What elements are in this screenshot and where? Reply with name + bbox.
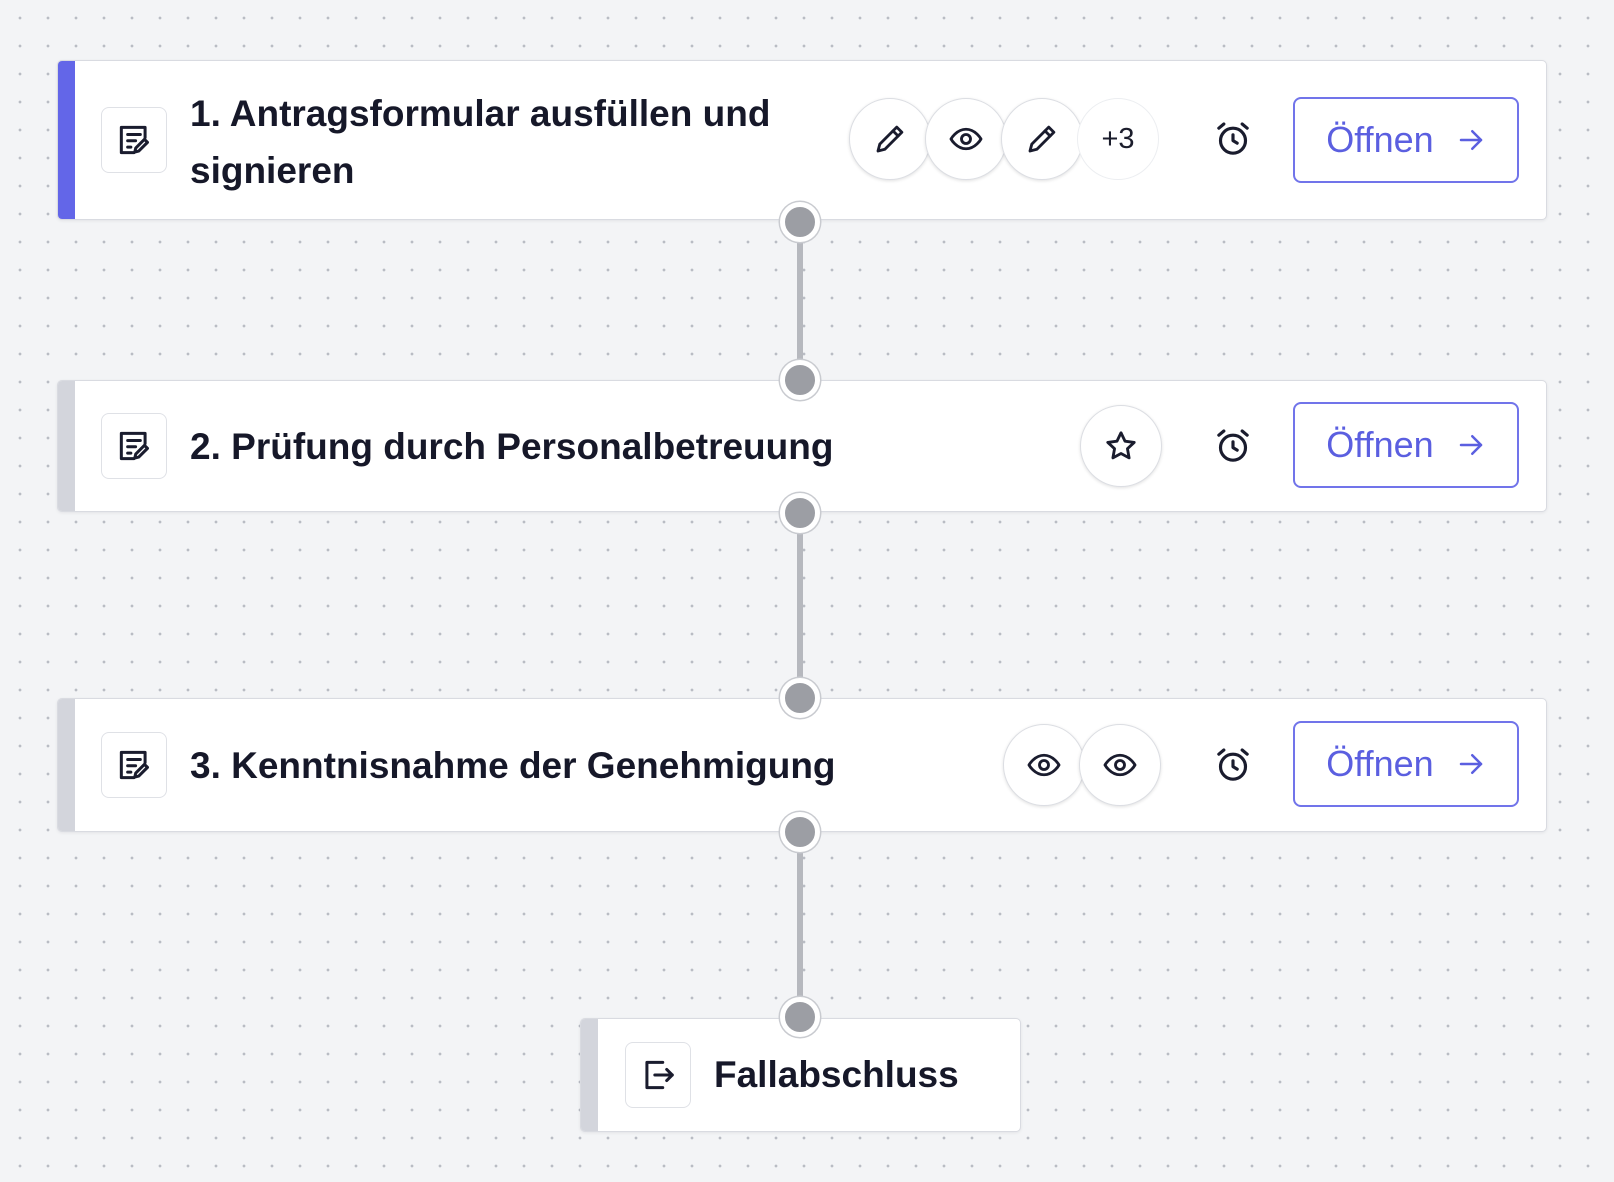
- status-stripe: [58, 381, 75, 511]
- pencil-icon[interactable]: [1001, 98, 1083, 180]
- connection-handle[interactable]: [780, 202, 820, 242]
- participant-avatars: +3: [849, 98, 1159, 180]
- open-button-label: Öffnen: [1326, 119, 1434, 160]
- exit-icon: [625, 1042, 691, 1108]
- eye-icon[interactable]: [1003, 724, 1085, 806]
- connector-line: [797, 832, 803, 1016]
- form-edit-icon: [101, 732, 167, 798]
- step-title: 2. Prüfung durch Personalbetreuung: [190, 426, 834, 467]
- connection-handle[interactable]: [780, 997, 820, 1037]
- eye-icon[interactable]: [1079, 724, 1161, 806]
- status-stripe: [581, 1019, 598, 1131]
- open-button-label: Öffnen: [1326, 743, 1434, 784]
- connector-line: [797, 512, 803, 698]
- step-card-1[interactable]: 1. Antragsformular ausfüllen und signier…: [57, 60, 1547, 220]
- connection-handle[interactable]: [780, 812, 820, 852]
- arrow-right-icon: [1459, 130, 1482, 150]
- status-stripe: [58, 699, 75, 831]
- participant-avatars: [1080, 405, 1162, 487]
- participant-avatars: [1003, 724, 1161, 806]
- step-card-3[interactable]: 3. Kenntnisnahme der Genehmigung Öffnen: [57, 698, 1547, 832]
- eye-icon[interactable]: [925, 98, 1007, 180]
- open-step-button[interactable]: Öffnen: [1293, 721, 1519, 807]
- arrow-right-icon: [1459, 435, 1482, 455]
- connection-handle[interactable]: [780, 678, 820, 718]
- alarm-clock-icon[interactable]: [1213, 119, 1253, 159]
- form-edit-icon: [101, 107, 167, 173]
- alarm-clock-icon[interactable]: [1213, 745, 1253, 785]
- connector-line: [797, 222, 803, 380]
- pencil-icon[interactable]: [849, 98, 931, 180]
- star-icon[interactable]: [1080, 405, 1162, 487]
- end-node-title: Fallabschluss: [714, 1054, 959, 1095]
- more-participants-badge[interactable]: +3: [1077, 98, 1159, 180]
- step-title: 1. Antragsformular ausfüllen und signier…: [190, 93, 771, 191]
- open-step-button[interactable]: Öffnen: [1293, 402, 1519, 488]
- end-node-card[interactable]: Fallabschluss: [580, 1018, 1021, 1132]
- open-step-button[interactable]: Öffnen: [1293, 97, 1519, 183]
- connection-handle[interactable]: [780, 493, 820, 533]
- status-stripe: [58, 61, 75, 219]
- form-edit-icon: [101, 413, 167, 479]
- arrow-right-icon: [1459, 754, 1482, 774]
- open-button-label: Öffnen: [1326, 424, 1434, 465]
- step-title: 3. Kenntnisnahme der Genehmigung: [190, 745, 836, 786]
- alarm-clock-icon[interactable]: [1213, 426, 1253, 466]
- connection-handle[interactable]: [780, 360, 820, 400]
